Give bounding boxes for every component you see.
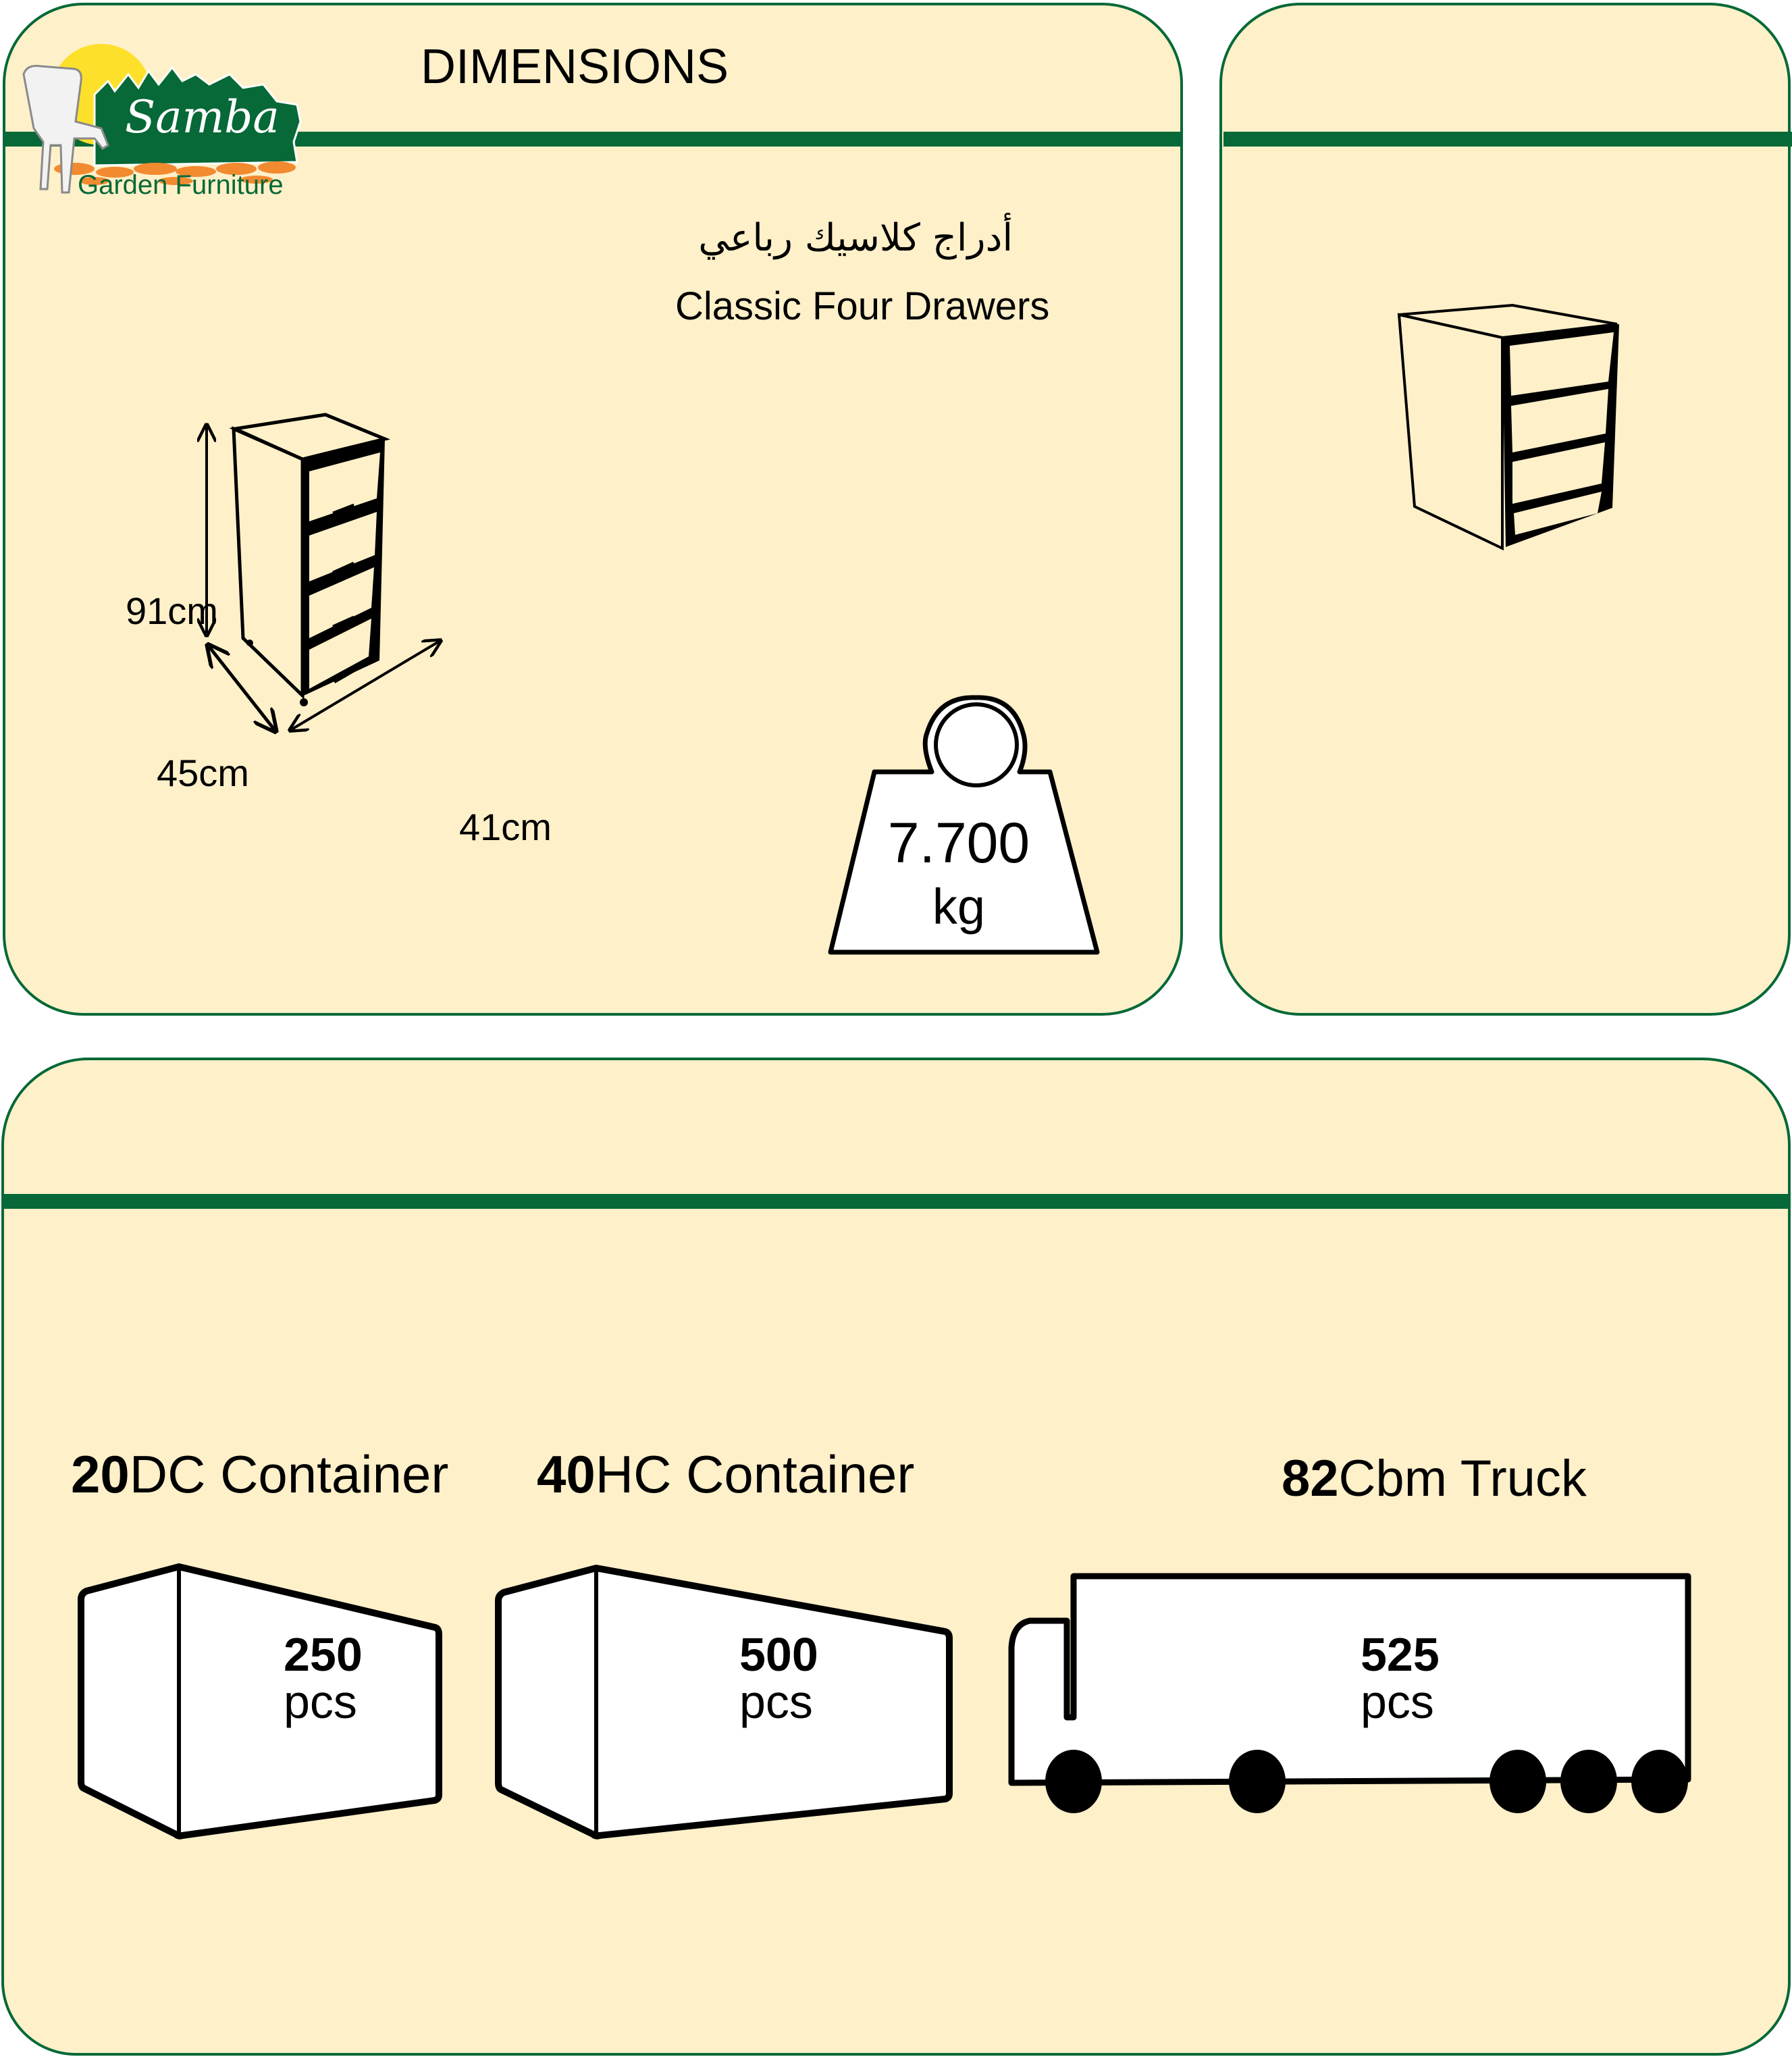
product-name-arabic: أدراج كلاسيك رباعي (698, 216, 1013, 260)
bush-icon (93, 66, 302, 167)
drawer-unit-icon (229, 413, 391, 706)
drawer-unit-dimension-diagram (108, 413, 621, 878)
width-label: 41cm (459, 806, 552, 848)
brand-logo: Samba Garden Furniture (14, 27, 311, 209)
container-20dc-icon (78, 1563, 442, 1840)
truck-wheels (1045, 1750, 1688, 1813)
truck-icon (1008, 1573, 1691, 1813)
product-name-english: Classic Four Drawers (675, 284, 1050, 328)
shipping-panel (1, 1058, 1791, 2056)
unit-truck: pcs (1361, 1675, 1434, 1728)
weight-icon (828, 695, 1100, 955)
shipping-prefix: 20 (71, 1444, 130, 1504)
drawer-unit-preview-icon (1397, 303, 1619, 551)
brand-tagline: Garden Furniture (78, 170, 284, 200)
shipping-type: DC Container (129, 1444, 449, 1504)
unit-20dc: pcs (284, 1675, 357, 1728)
qty-truck: 525 (1361, 1628, 1440, 1681)
logo-graphic (22, 44, 302, 194)
depth-label: 45cm (157, 752, 249, 794)
weight-unit: kg (932, 879, 986, 935)
container-40hc-icon (495, 1565, 953, 1840)
depth-arrow (209, 647, 274, 729)
weight-value: 7.700 (887, 811, 1030, 875)
page-title: DIMENSIONS (421, 40, 729, 94)
header-rule (5, 132, 1183, 147)
shipping-header-rule (1, 1194, 1791, 1209)
qty-20dc: 250 (284, 1628, 363, 1681)
unit-40hc: pcs (739, 1675, 813, 1728)
width-arrow (292, 642, 439, 729)
stones-icon (54, 161, 296, 185)
qty-40hc: 500 (739, 1628, 818, 1681)
product-preview-panel (1219, 3, 1791, 1016)
brand-name: Samba (125, 91, 280, 143)
shipping-label-82cbm: 82Cbm Truck (1282, 1449, 1587, 1508)
shipping-label-40hc: 40HC Container (537, 1444, 914, 1505)
side-header-rule (1223, 132, 1792, 147)
height-label: 91cm (126, 590, 218, 632)
shipping-type: HC Container (595, 1444, 915, 1504)
shipping-label-20dc: 20DC Container (71, 1444, 448, 1505)
chair-icon (22, 65, 109, 194)
shipping-prefix: 82 (1282, 1450, 1339, 1507)
shipping-type: Cbm Truck (1338, 1450, 1587, 1507)
shipping-prefix: 40 (537, 1444, 596, 1504)
